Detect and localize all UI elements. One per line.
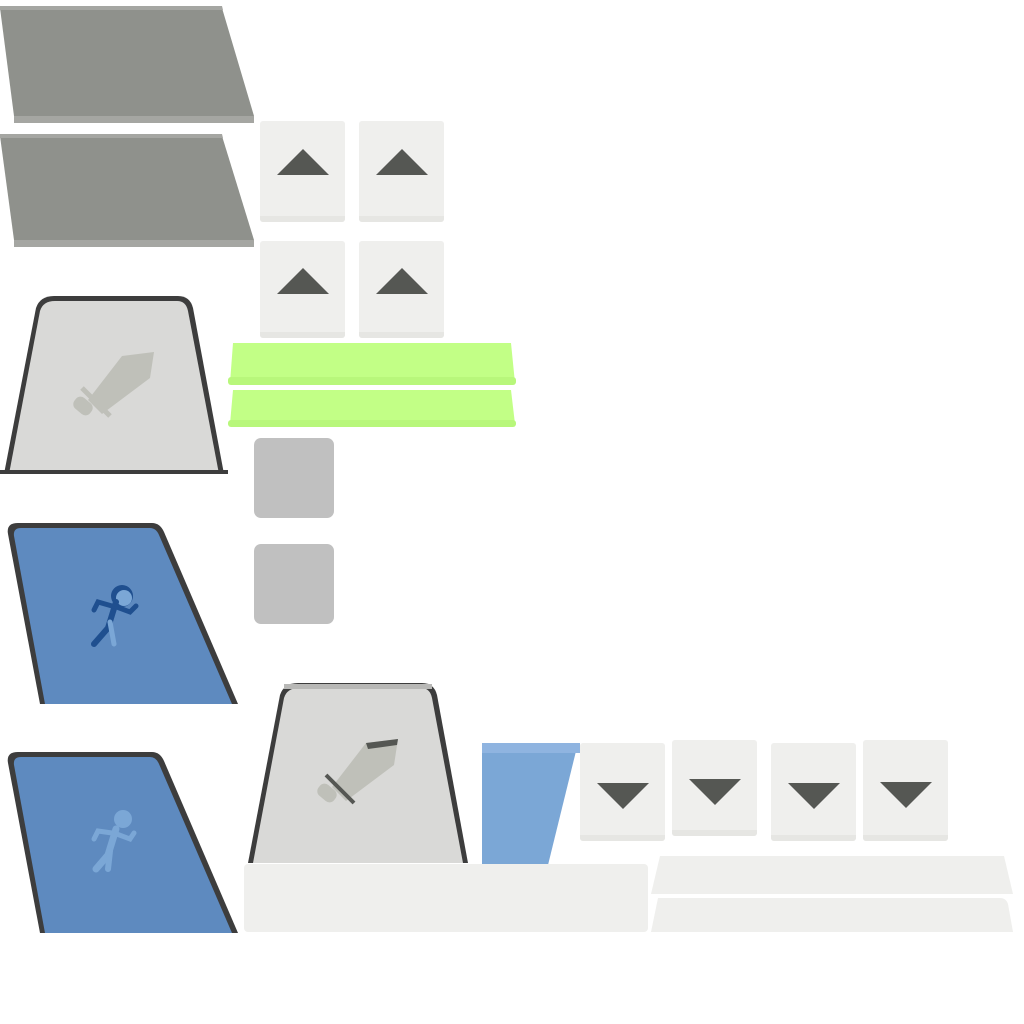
weapon-card-left[interactable] bbox=[0, 294, 232, 478]
sword-icon bbox=[317, 739, 398, 805]
light-panel-wide[interactable] bbox=[244, 864, 648, 932]
triangle-up-icon bbox=[375, 267, 428, 294]
down-arrow-button-2[interactable] bbox=[672, 740, 757, 836]
down-arrow-button-4[interactable] bbox=[863, 740, 948, 841]
sword-icon bbox=[73, 352, 154, 418]
triangle-down-icon bbox=[688, 779, 741, 805]
triangle-up-icon bbox=[276, 148, 329, 175]
running-figure-icon bbox=[91, 810, 137, 873]
light-bar-2[interactable] bbox=[650, 898, 1014, 934]
runner-card[interactable] bbox=[0, 749, 242, 935]
triangle-down-icon bbox=[596, 783, 649, 809]
square-button-2[interactable] bbox=[254, 544, 334, 624]
triangle-down-icon bbox=[879, 781, 932, 808]
triangle-up-icon bbox=[276, 267, 329, 294]
gray-panel-second[interactable] bbox=[0, 134, 256, 250]
up-arrow-button-1[interactable] bbox=[260, 121, 345, 222]
up-arrow-button-2[interactable] bbox=[359, 121, 444, 222]
down-arrow-button-1[interactable] bbox=[580, 743, 665, 841]
up-arrow-button-4[interactable] bbox=[359, 241, 444, 338]
triangle-up-icon bbox=[375, 148, 428, 175]
light-bar-1[interactable] bbox=[650, 856, 1014, 896]
gray-panel-top[interactable] bbox=[0, 6, 256, 126]
green-bar-1[interactable] bbox=[228, 343, 518, 387]
blue-tab[interactable] bbox=[482, 743, 582, 867]
triangle-down-icon bbox=[787, 783, 840, 809]
runner-card-active[interactable] bbox=[0, 520, 242, 706]
green-bar-2[interactable] bbox=[228, 390, 518, 430]
down-arrow-button-3[interactable] bbox=[771, 743, 856, 841]
square-button-1[interactable] bbox=[254, 438, 334, 518]
up-arrow-button-3[interactable] bbox=[260, 241, 345, 338]
weapon-card[interactable] bbox=[244, 681, 474, 867]
running-figure-icon bbox=[91, 585, 139, 647]
